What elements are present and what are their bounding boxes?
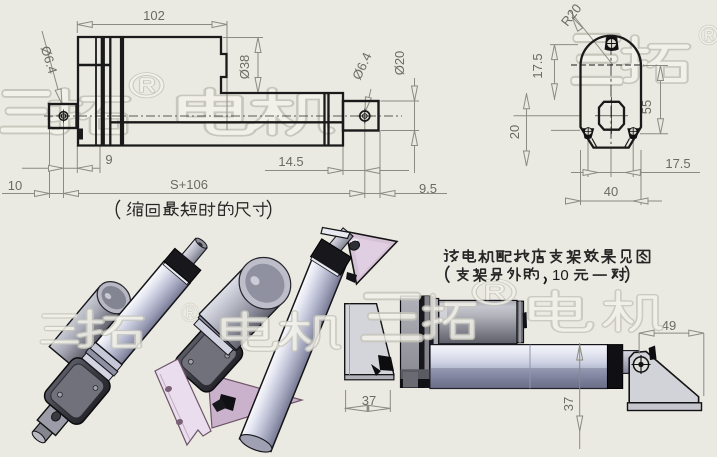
svg-text:37: 37 (362, 393, 376, 408)
svg-text:17.5: 17.5 (665, 156, 690, 171)
svg-text:55: 55 (639, 100, 654, 114)
svg-text:37: 37 (561, 397, 576, 411)
svg-text:9: 9 (105, 152, 112, 167)
svg-text:40: 40 (604, 184, 618, 199)
svg-text:9.5: 9.5 (419, 181, 437, 196)
svg-text:10: 10 (8, 178, 22, 193)
svg-text:17.5: 17.5 (530, 53, 545, 78)
svg-text:10: 10 (552, 267, 569, 284)
svg-text:20: 20 (507, 125, 522, 139)
svg-text:49: 49 (662, 318, 676, 333)
svg-text:S+106: S+106 (170, 177, 208, 192)
svg-text:14.5: 14.5 (278, 154, 303, 169)
svg-text:Ø20: Ø20 (392, 51, 407, 76)
svg-text:Ø38: Ø38 (237, 55, 252, 80)
svg-text:102: 102 (143, 8, 165, 23)
